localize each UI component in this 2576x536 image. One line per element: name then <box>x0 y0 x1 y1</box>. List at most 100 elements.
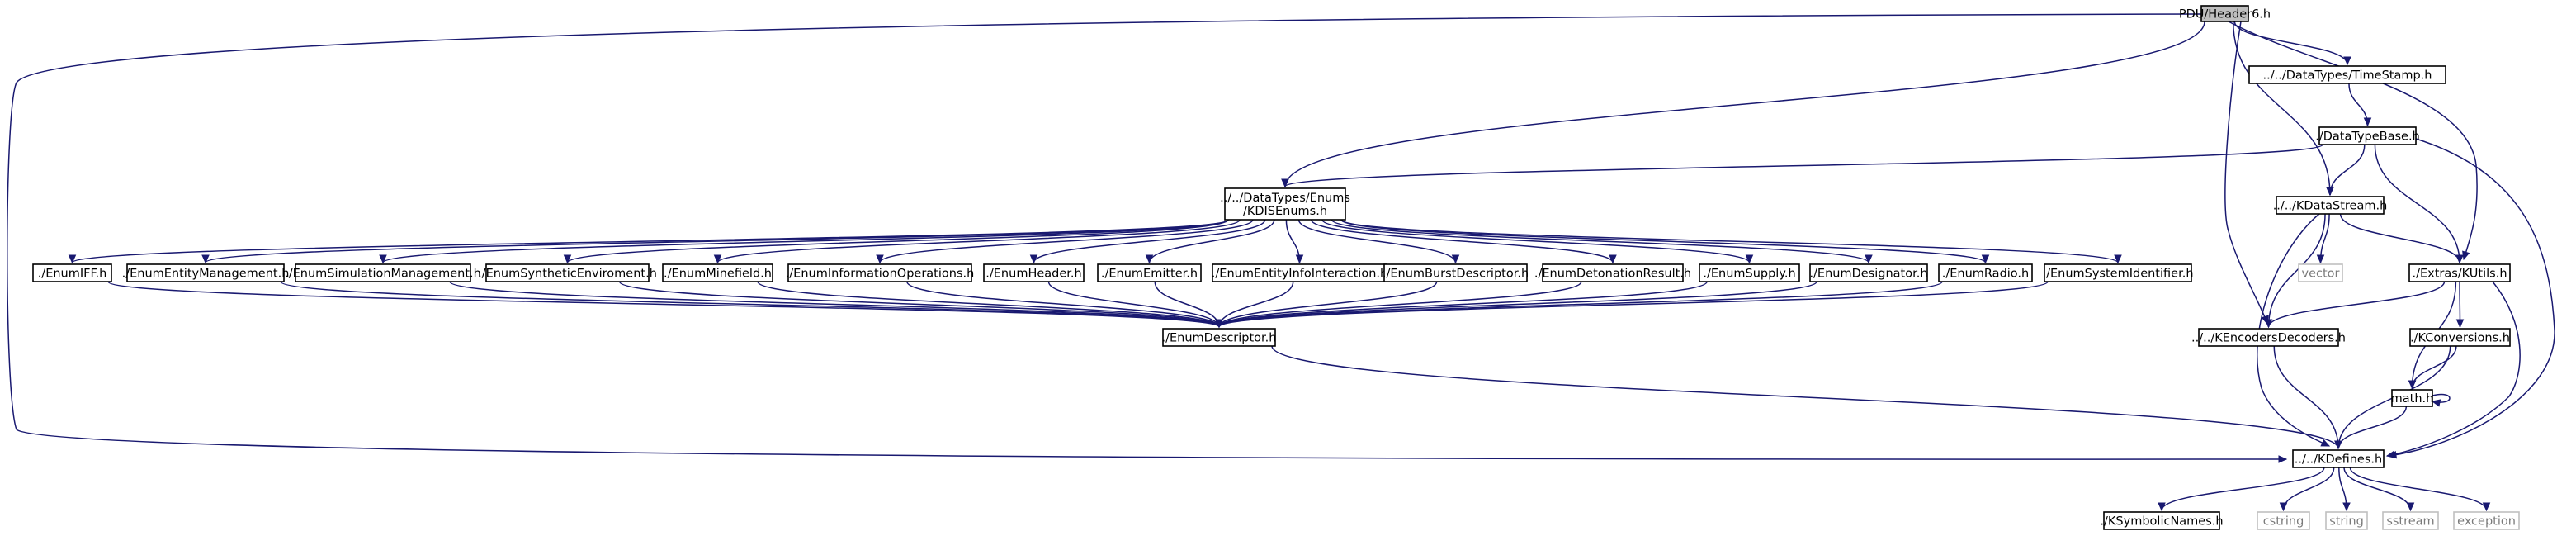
node-kdefines[interactable]: ../../KDefines.h <box>2292 449 2385 468</box>
edge-kutils-to-kdefines <box>2386 281 2521 457</box>
node-enumdesignator[interactable]: ./EnumDesignator.h <box>1809 263 1928 282</box>
node-box <box>662 263 773 282</box>
node-enumentityinfo[interactable]: ./EnumEntityInfoInteraction.h <box>1212 263 1387 282</box>
node-label: ./EnumMinefield.h <box>664 268 772 281</box>
node-kdatastream[interactable]: ../../KDataStream.h <box>2273 196 2388 215</box>
node-label: ./EnumIFF.h <box>38 268 107 281</box>
node-header6[interactable]: PDU/Header6.h <box>2179 5 2271 22</box>
node-label: ./EnumSyntheticEnviroment.h <box>478 268 657 281</box>
node-label: ../../DataTypes/Enums <box>1220 192 1350 205</box>
node-box <box>2044 263 2192 282</box>
node-label: ./EnumDescriptor.h <box>1162 332 1277 345</box>
edge-datatypebase-to-kdefines <box>2388 138 2555 457</box>
node-label: math.h <box>2391 392 2434 406</box>
node-label: ./EnumSimulationManagement.h <box>285 268 481 281</box>
node-box <box>2248 65 2446 84</box>
node-label: ./EnumSupply.h <box>1703 268 1795 281</box>
node-box <box>1699 263 1800 282</box>
edge-kdisenums-to-enumsynth <box>566 219 1229 263</box>
arrowhead-kconversions-to-math <box>2408 380 2417 390</box>
node-enumminefield[interactable]: ./EnumMinefield.h <box>662 263 773 282</box>
node-enumheader[interactable]: ./EnumHeader.h <box>983 263 1085 282</box>
edge-enumsimmgmt-to-enumdescriptor <box>449 281 1220 328</box>
edge-enumiff-to-enumdescriptor <box>107 281 1220 328</box>
edge-enumdescriptor-to-kdefines <box>1271 345 2339 449</box>
arrowhead-datatypebase-to-kdisenums <box>1281 178 1289 188</box>
edge-kdisenums-to-enumradio <box>1340 219 1987 263</box>
edge-kdisenums-to-enumdetonation <box>1311 219 1614 263</box>
arrowhead-kdisenums-to-enumminefield <box>713 254 722 264</box>
node-label: ../../KDefines.h <box>2295 453 2382 467</box>
node-box <box>2298 263 2343 282</box>
node-enumradio[interactable]: ./EnumRadio.h <box>1938 263 2033 282</box>
node-label: ./KConversions.h <box>2410 332 2510 345</box>
arrowhead-kdefines-to-sstream <box>2406 502 2415 512</box>
node-box <box>1383 263 1528 282</box>
node-string: string <box>2325 511 2368 530</box>
node-enumdescriptor[interactable]: ./EnumDescriptor.h <box>1162 328 1277 347</box>
node-kutils[interactable]: ./Extras/KUtils.h <box>2408 263 2511 282</box>
node-timestamp[interactable]: ../../DataTypes/TimeStamp.h <box>2248 65 2446 84</box>
edge-enumheader-to-enumdescriptor <box>1047 281 1220 328</box>
node-box <box>2292 449 2385 468</box>
arrowhead-kutils-to-kconversions <box>2455 319 2465 329</box>
node-box <box>2408 263 2511 282</box>
node-box <box>1809 263 1928 282</box>
node-box <box>2382 511 2439 530</box>
edge-datatypebase-to-kutils <box>2374 144 2460 263</box>
node-enumiff[interactable]: ./EnumIFF.h <box>32 263 112 282</box>
node-enumentitymgmt[interactable]: ./EnumEntityManagement.h <box>122 263 290 282</box>
node-label: string <box>2329 515 2364 529</box>
edge-kdefines-to-ksymbolic <box>2161 467 2325 511</box>
arrowhead-kdisenums-to-enumemitter <box>1145 254 1154 264</box>
arrowhead-kdisenums-to-enumiff <box>68 254 77 264</box>
node-box <box>2276 196 2385 215</box>
node-label: exception <box>2457 515 2516 529</box>
arrowhead-enumsysid-to-enumdescriptor <box>1215 319 1223 329</box>
node-kdisenums[interactable]: ../../DataTypes/Enums/KDISEnums.h <box>1220 187 1350 221</box>
node-box <box>1162 328 1276 347</box>
arrowhead-timestamp-to-datatypebase <box>2363 117 2372 127</box>
node-enuminfoops[interactable]: ./EnumInformationOperations.h <box>786 263 975 282</box>
node-box <box>2453 511 2520 530</box>
node-enumsupply[interactable]: ./EnumSupply.h <box>1699 263 1800 282</box>
node-enumsimmgmt[interactable]: ./EnumSimulationManagement.h <box>285 263 481 282</box>
node-ksymbolic[interactable]: ./KSymbolicNames.h <box>2100 511 2224 530</box>
edge-enumsynth-to-enumdescriptor <box>618 281 1220 328</box>
arrowhead-kdisenums-to-enuminfoops <box>876 254 884 264</box>
arrowhead-kdatastream-to-vector <box>2316 254 2325 264</box>
node-enumdetonation[interactable]: ./EnumDetonationResult.h <box>1534 263 1691 282</box>
node-enumemitter[interactable]: ./EnumEmitter.h <box>1097 263 1202 282</box>
arrowhead-kutils-to-kdefines <box>2385 450 2396 458</box>
node-label: sstream <box>2386 515 2434 529</box>
node-kencoders[interactable]: ../../KEncodersDecoders.h <box>2191 328 2346 347</box>
node-box <box>2198 328 2339 347</box>
arrowhead-kdefines-to-exception <box>2482 502 2491 512</box>
node-enumsynth[interactable]: ./EnumSyntheticEnviroment.h <box>478 263 657 282</box>
edge-kdatastream-to-kdefines <box>2256 213 2330 447</box>
node-label: ./EnumDesignator.h <box>1809 268 1927 281</box>
arrowhead-kdisenums-to-enumsupply <box>1745 254 1754 264</box>
node-enumsysid[interactable]: ./EnumSystemIdentifier.h <box>2042 263 2194 282</box>
edge-enumburst-to-enumdescriptor <box>1218 281 1438 328</box>
edge-kdisenums-to-enumdesignator <box>1331 219 1869 263</box>
edge-kdefines-to-cstring <box>2282 467 2335 511</box>
node-box <box>1224 187 1346 221</box>
arrowhead-kdisenums-to-enumentityinfo <box>1295 254 1304 264</box>
node-box <box>2318 126 2417 145</box>
node-enumburst[interactable]: ./EnumBurstDescriptor.h <box>1383 263 1529 282</box>
arrowhead-header6-to-timestamp <box>2343 56 2351 66</box>
node-kconversions[interactable]: ./KConversions.h <box>2409 328 2511 347</box>
node-label: ./EnumEntityManagement.h <box>122 268 290 281</box>
arrowhead-kdatastream-to-kutils <box>2455 254 2464 264</box>
node-label: /KDISEnums.h <box>1243 205 1327 218</box>
edge-header6-to-kdatastream <box>2232 21 2331 196</box>
node-datatypebase[interactable]: ./DataTypeBase.h <box>2315 126 2420 145</box>
node-box <box>2257 511 2310 530</box>
node-math[interactable]: math.h <box>2391 389 2434 407</box>
node-label: ./EnumSystemIdentifier.h <box>2042 268 2193 281</box>
edge-kdisenums-to-enuminfoops <box>879 219 1254 263</box>
node-box <box>1542 263 1684 282</box>
node-box <box>1938 263 2033 282</box>
node-box <box>2391 389 2433 407</box>
